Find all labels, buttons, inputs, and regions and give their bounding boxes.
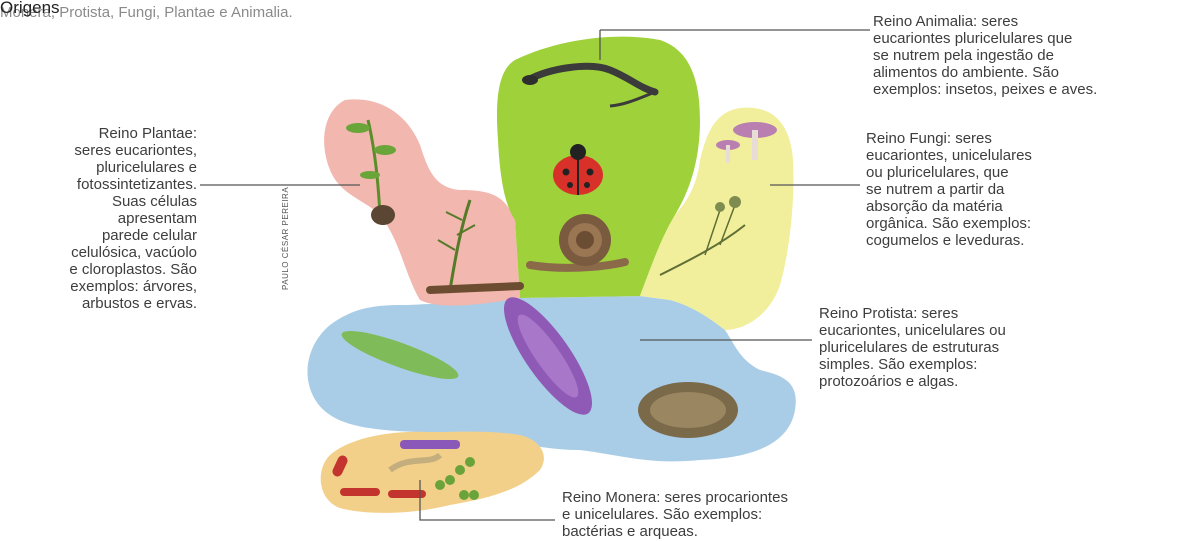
image-credit: PAULO CÉSAR PEREIRA [281, 187, 290, 290]
label-fungi: Reino Fungi: seres eucariontes, unicelul… [866, 130, 1032, 249]
label-monera: Reino Monera: seres procariontes e unice… [562, 489, 788, 540]
algae-icon [638, 382, 738, 438]
label-protista: Reino Protista: seres eucariontes, unice… [819, 305, 1006, 390]
label-plantae: Reino Plantae: seres eucariontes, pluric… [0, 125, 197, 312]
label-animalia: Reino Animalia: seres eucariontes pluric… [873, 13, 1097, 98]
